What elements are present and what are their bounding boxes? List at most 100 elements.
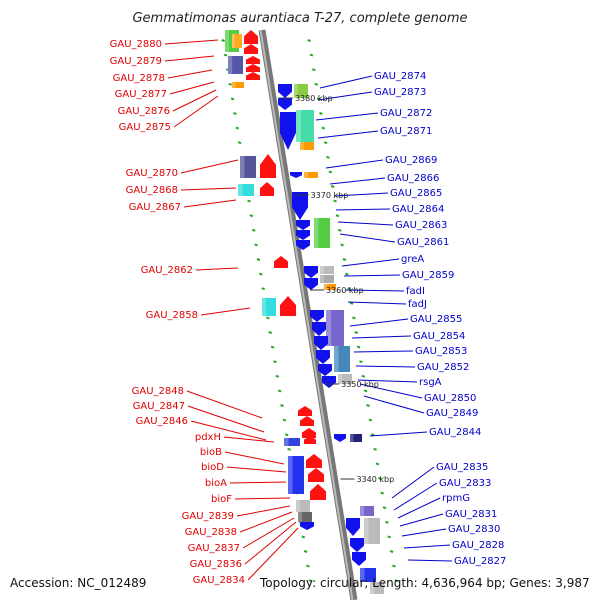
tick-mark: [340, 243, 344, 247]
gene-shine: [284, 438, 289, 446]
leader-line: [353, 350, 414, 353]
gene-block: [334, 346, 350, 372]
gene-label-left: bioA: [205, 478, 227, 489]
gene-arrow-minus: [274, 256, 288, 268]
leader-line: [244, 521, 297, 565]
gene-label-right: GAU_2871: [380, 126, 432, 137]
tick-mark: [280, 404, 284, 407]
gene-arrow-plus: [278, 98, 292, 110]
gene-label-left: GAU_2870: [126, 168, 178, 179]
tick-mark: [321, 126, 326, 130]
tick-mark: [301, 535, 306, 539]
scale-label: 3340 kbp: [356, 475, 394, 484]
gene-arrow-plus: [280, 112, 296, 150]
gene-label-left: GAU_2880: [110, 39, 162, 50]
leader-line: [393, 482, 438, 511]
leader-line: [401, 528, 447, 537]
gene-label-left: bioB: [200, 447, 222, 458]
gene-arrow-plus: [322, 376, 336, 388]
gene-label-right: GAU_2844: [429, 427, 481, 438]
gene-label-left: GAU_2834: [193, 575, 245, 586]
gene-arrow-minus: [280, 296, 296, 316]
gene-block: [284, 438, 300, 446]
tick-mark: [352, 316, 356, 320]
gene-label-left: bioF: [211, 494, 232, 505]
tick-mark: [316, 97, 321, 101]
gene-label-right: GAU_2859: [402, 270, 454, 281]
leader-line: [399, 513, 444, 527]
map-title: Gemmatimonas aurantiaca T-27, complete g…: [132, 11, 467, 26]
tick-mark: [330, 185, 335, 188]
tick-mark: [335, 214, 340, 218]
tick-mark: [306, 564, 310, 568]
gene-label-left: GAU_2879: [110, 56, 162, 67]
gene-block: [326, 310, 344, 346]
tick-mark: [223, 53, 228, 57]
gene-label-left: GAU_2875: [119, 122, 171, 133]
gene-shine: [360, 568, 365, 582]
tick-mark: [328, 170, 333, 174]
tick-mark: [337, 228, 342, 232]
gene-arrow-minus: [260, 154, 276, 178]
gene-shine: [262, 298, 266, 316]
leader-line: [239, 511, 293, 533]
gene-block: [288, 456, 304, 494]
gene-block: [320, 266, 334, 274]
gene-block: [370, 582, 384, 594]
gene-shine: [232, 82, 236, 88]
leader-line: [391, 466, 435, 499]
leader-line: [164, 55, 215, 62]
gene-arrow-plus: [304, 278, 318, 290]
gene-label-left: GAU_2848: [132, 386, 184, 397]
tick-mark: [228, 82, 232, 86]
tick-mark: [382, 506, 387, 510]
gene-block: [314, 218, 330, 248]
tick-mark: [319, 112, 323, 115]
tick-mark: [356, 345, 361, 349]
tick-mark: [326, 155, 330, 159]
leader-line: [329, 177, 386, 185]
gene-block: [238, 184, 254, 196]
tick-mark: [375, 462, 380, 466]
gene-arrow-minus: [302, 428, 316, 438]
gene-block: [296, 110, 314, 142]
gene-block: [360, 506, 374, 516]
tick-mark: [359, 360, 363, 364]
scale-label: 3380 kbp: [295, 94, 333, 103]
tick-mark: [221, 39, 225, 42]
tick-mark: [254, 243, 258, 247]
gene-arrow-minus: [246, 56, 260, 64]
tick-mark: [380, 491, 384, 495]
leader-line: [242, 517, 295, 549]
gene-shine: [370, 582, 374, 594]
gene-label-left: GAU_2839: [182, 511, 234, 522]
gene-label-right: GAU_2872: [380, 108, 432, 119]
tick-mark: [345, 272, 349, 276]
tick-mark: [282, 418, 287, 422]
leader-line: [180, 187, 237, 191]
tick-mark: [259, 272, 263, 276]
leader-line: [369, 431, 428, 437]
leader-line: [351, 335, 412, 339]
leader-line: [223, 436, 275, 443]
tick-mark: [261, 287, 265, 291]
gene-arrow-minus: [306, 454, 322, 468]
gene-block: [294, 84, 308, 98]
gene-shine: [288, 456, 293, 494]
gene-label-left: GAU_2868: [126, 185, 178, 196]
gene-label-right: GAU_2828: [452, 540, 504, 551]
gene-shine: [334, 346, 339, 372]
accession-text: Accession: NC_012489: [10, 576, 146, 590]
genome-summary-text: Topology: circular; Length: 4,636,964 bp…: [259, 576, 590, 590]
gene-label-right: GAU_2863: [395, 220, 447, 231]
gene-arrow-plus: [296, 230, 310, 240]
leader-line: [183, 199, 237, 208]
leader-line: [347, 301, 407, 305]
gene-shine: [350, 434, 354, 442]
gene-block: [262, 298, 276, 316]
gene-label-left: GAU_2877: [115, 89, 167, 100]
gene-arrow-minus: [246, 64, 260, 72]
tick-mark: [314, 82, 318, 86]
